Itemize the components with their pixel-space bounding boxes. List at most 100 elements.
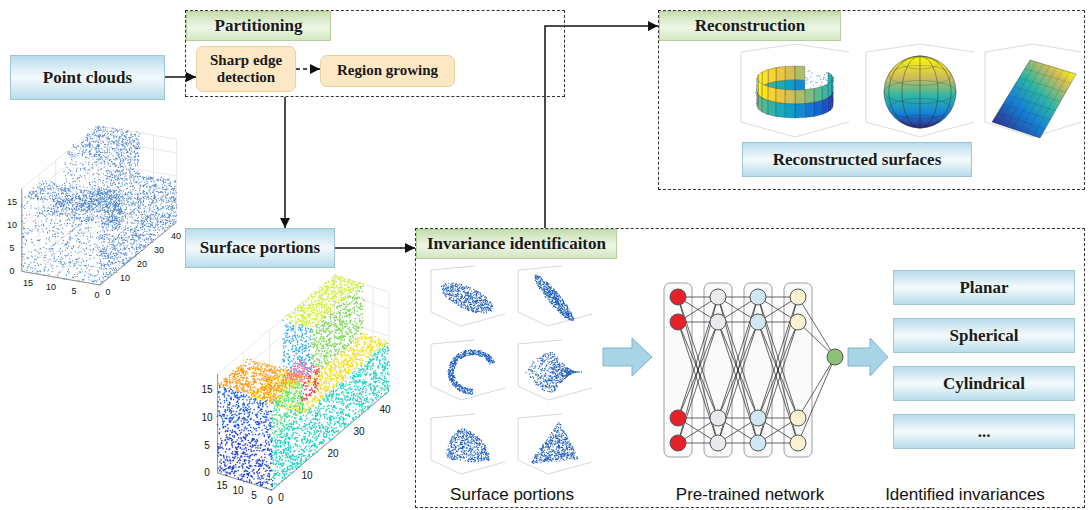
grid-line (38, 175, 39, 258)
axis-line (518, 266, 562, 270)
axis-tick: 40 (171, 232, 181, 241)
neuron (670, 314, 686, 330)
plot-frame (431, 340, 505, 400)
neuron (750, 314, 766, 330)
axis-line (866, 44, 920, 52)
grid-line (322, 385, 376, 402)
fit-dots (756, 67, 834, 116)
network-link (678, 297, 718, 443)
cylinder-facet (805, 102, 814, 117)
grid-line (54, 214, 131, 277)
plane-mesh (1006, 64, 1043, 127)
network-link (678, 297, 718, 322)
grid-line (130, 131, 131, 214)
sphere-mesh (920, 56, 921, 128)
axis-tick: 30 (154, 246, 164, 255)
network-link (718, 418, 758, 419)
segment-dots (284, 361, 317, 381)
layer-box (704, 283, 732, 457)
network-link (718, 297, 758, 298)
neural-network (664, 283, 843, 457)
network-link (678, 297, 718, 298)
surface-portion-plots (431, 266, 592, 474)
cylinder-facet (832, 92, 833, 109)
network-link (718, 322, 758, 323)
portion-dots (526, 352, 581, 392)
axis-line (431, 386, 461, 400)
flow-arrow (165, 76, 196, 78)
portion-dots (447, 429, 490, 462)
neuron (710, 289, 726, 305)
segment-dots (217, 386, 272, 440)
cylinder-facet (758, 86, 762, 103)
axis-line (866, 122, 920, 137)
portion-dots (532, 423, 578, 463)
cylinder-facet (822, 84, 828, 101)
grid-line (98, 126, 176, 140)
neuron (710, 410, 726, 426)
cylinder-facet (758, 72, 762, 89)
grid-line (217, 374, 218, 473)
grid-line (100, 222, 177, 285)
grid-line (334, 275, 335, 374)
network-link (798, 297, 835, 357)
segment-dots (285, 275, 363, 327)
point-dots (21, 126, 176, 283)
grid-line (98, 208, 176, 222)
neuron (790, 435, 806, 451)
neuron (670, 410, 686, 426)
network-link (678, 443, 718, 444)
grid-line (218, 292, 335, 391)
plot-frame (431, 266, 505, 326)
plot-frame (741, 44, 849, 137)
grid-line (176, 139, 177, 222)
network-link (758, 322, 798, 418)
cylinder-facet (758, 95, 762, 112)
axis-line (866, 52, 867, 122)
sphere-mesh (889, 99, 951, 119)
cylinder-facet (776, 80, 785, 95)
portion-dots (442, 283, 493, 313)
cylinder-facet (814, 101, 822, 117)
stage-group: Reconstructed surfacesReconstruction (658, 10, 1085, 190)
grid-line (240, 381, 357, 480)
flow-arrow (545, 26, 658, 228)
grid-line (98, 126, 99, 209)
class-box: Cylindrical (893, 366, 1075, 401)
network-link (758, 418, 798, 443)
sphere-mesh (902, 56, 938, 128)
axis-line (518, 270, 519, 312)
grid-line (270, 429, 324, 446)
stage-heading: Partitioning (186, 11, 331, 41)
axis-line (920, 44, 974, 52)
network-link (678, 297, 718, 443)
cylinder-facet (758, 81, 762, 98)
grid-line (22, 126, 99, 189)
cylinder-facet (762, 84, 768, 101)
axis-line (548, 388, 592, 400)
grid-line (357, 282, 358, 381)
network-link (758, 297, 798, 322)
axis-tick: 0 (9, 267, 14, 276)
axis-tick: 15 (23, 279, 33, 288)
segment-dots (301, 369, 319, 401)
reconstructed-surface-plots (741, 44, 1081, 138)
axis-line (518, 414, 562, 418)
grid-line (98, 185, 176, 199)
block-arrow (603, 338, 652, 376)
network-link (758, 443, 798, 444)
portion-dots (535, 275, 574, 321)
grid-line (269, 330, 270, 429)
axis-line (518, 312, 548, 326)
sphere-mesh (902, 115, 938, 127)
axis-line (461, 314, 505, 326)
cylinder-facet (795, 66, 805, 80)
network-link (798, 357, 835, 443)
segment-dots (272, 344, 390, 488)
axis-line (431, 312, 461, 326)
network-link (678, 297, 718, 322)
network-link (678, 418, 718, 443)
network-link (718, 297, 758, 443)
axis-line (548, 462, 592, 474)
